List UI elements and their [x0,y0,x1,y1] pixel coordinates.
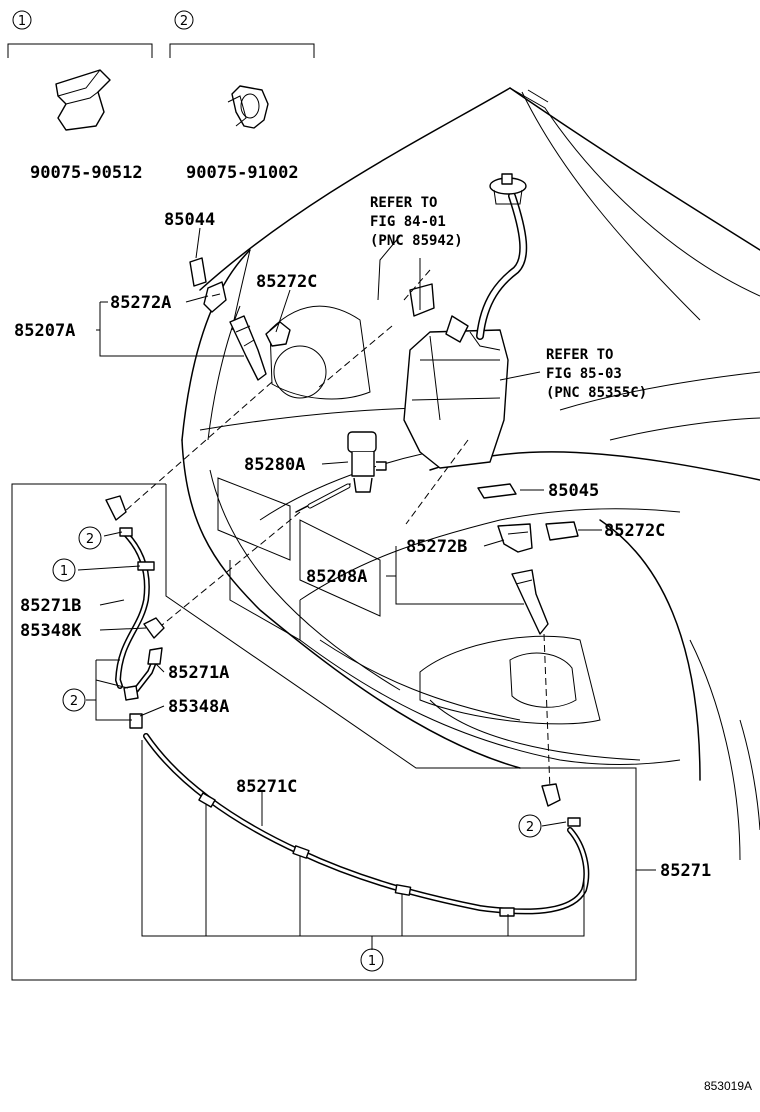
label-85208a: 85208A [306,567,367,587]
label-85272b: 85272B [406,537,467,557]
nozzle-85208a-drawing [511,569,549,635]
legend-2-bracket [169,43,315,58]
callout-number: 2 [70,694,78,709]
legend-2-number: 2 [180,14,188,29]
legend-1-circle [12,10,32,30]
cap-85045-drawing [477,483,517,499]
label-85272a: 85272A [110,293,171,313]
reference-fig-84-01: REFER TO FIG 84-01 (PNC 85942) [370,195,463,249]
callout-circle [78,526,102,550]
label-85045: 85045 [548,481,599,501]
label-85271: 85271 [660,861,711,881]
part-labels: 85044 85272A 85272C 85207A 85280A 85045 … [14,210,711,881]
cap-85044-drawing [189,257,207,287]
label-85348a: 85348A [168,697,229,717]
label-85271a: 85271A [168,663,229,683]
label-85044: 85044 [164,210,215,230]
diagram-code: 853019A [704,1079,752,1093]
label-85271b: 85271B [20,596,81,616]
legend-1-number: 1 [18,14,26,29]
clip-90075-90512-drawing [55,69,111,131]
callout-number: 1 [60,564,68,579]
callout-circle [360,948,384,972]
callout-circle [52,558,76,582]
label-85280a: 85280A [244,455,305,475]
ref84-line3: (PNC 85942) [370,233,463,249]
label-85348k: 85348K [20,621,82,641]
callout-number: 2 [86,532,94,547]
hose-drawings [105,495,590,917]
washer-reservoir-drawing [403,173,528,469]
legend-2-circle [174,10,194,30]
pump-85280a-drawing [347,431,387,493]
callout-number: 1 [368,954,376,969]
reference-fig-85-03: REFER TO FIG 85-03 (PNC 85355C) [546,347,647,401]
legend-2-part-number: 90075-91002 [186,163,299,183]
bracket-85272c-top-drawing [265,321,291,347]
callout-number: 2 [526,820,534,835]
ref84-line2: FIG 84-01 [370,214,446,230]
leader-lines [77,227,656,950]
callout-circle [518,814,542,838]
hose-assembly-frame [11,483,637,981]
clip-90075-91002-drawing [227,85,269,129]
ref85-line3: (PNC 85355C) [546,385,647,401]
legend-1-part-number: 90075-90512 [30,163,143,183]
assembly-lines [123,269,551,791]
ref85-line2: FIG 85-03 [546,366,622,382]
callout-circle [62,688,86,712]
label-85272c-top: 85272C [256,272,317,292]
legend-1-bracket [7,43,153,58]
bracket-85272c-right-drawing [545,521,579,541]
vehicle-body-outline [181,87,760,861]
label-85271c: 85271C [236,777,297,797]
callouts: 2 1 2 2 1 [52,526,542,972]
ref85-line1: REFER TO [546,347,613,363]
label-85207a: 85207A [14,321,75,341]
ref84-line1: REFER TO [370,195,437,211]
bracket-85272b-drawing [497,523,533,553]
bracket-85272a-drawing [203,281,227,313]
nozzle-85207a-drawing [229,315,267,381]
legend: 1 2 90075-90512 90075-91002 [7,10,315,183]
label-85272c-right: 85272C [604,521,665,541]
